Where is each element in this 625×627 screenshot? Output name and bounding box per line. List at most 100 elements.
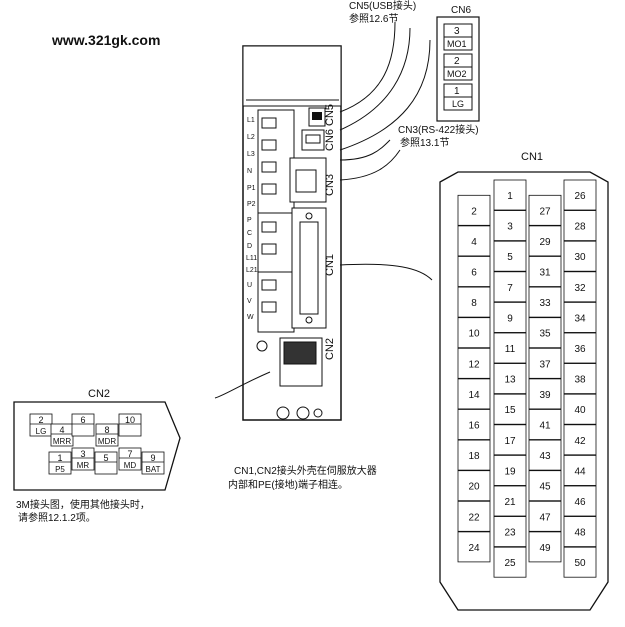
cn1-pin-number: 31 <box>539 268 551 279</box>
cn1-pin-cell <box>493 424 527 456</box>
cn2-pin-number: 7 <box>127 449 132 459</box>
terminal-l1-label: L1 <box>247 117 255 124</box>
cn1-pin-cell <box>457 225 491 257</box>
cn1-pin-cell <box>528 500 562 532</box>
cn1-pin-number: 39 <box>539 390 551 401</box>
cn1-pin-number: 6 <box>471 268 477 279</box>
cn1-pin-cell <box>457 286 491 318</box>
terminal-labels: L1 L2 L3 N P1 P2 P C D L11 L21 U V W <box>246 117 258 321</box>
connector-note-line2: 请参照12.1.2项。 <box>18 511 96 524</box>
cn1-pin-cell <box>493 271 527 303</box>
cn6-port <box>301 129 325 151</box>
cn1-pin-number: 1 <box>507 191 513 202</box>
cn1-pin-cell <box>563 301 597 333</box>
cn1-pin-cell <box>457 378 491 410</box>
ground-screw-icon <box>276 406 290 420</box>
cn1-pin-cell <box>493 210 527 242</box>
cn1-pin-cell <box>528 286 562 318</box>
cn2-pin-cell <box>71 413 95 437</box>
cn2-label: CN2 <box>324 338 336 360</box>
cn1-pin-number: 9 <box>507 313 513 324</box>
ground-symbol-icon <box>313 408 323 418</box>
cn3-label: CN3 <box>324 174 336 196</box>
terminal-l3-label: L3 <box>247 151 255 158</box>
cn1-pin-number: 24 <box>468 543 480 554</box>
cn1-pin-cell <box>528 409 562 440</box>
cn1-pin-cell <box>493 485 527 517</box>
cn2-pin-number: 1 <box>57 453 62 463</box>
cn3-callout-title: CN3(RS-422接头) <box>398 123 479 136</box>
cn1-pin-cell <box>563 393 597 425</box>
cn1-title: CN1 <box>521 151 543 163</box>
cn2-pin-number: 2 <box>38 415 43 425</box>
cn1-pin-number: 18 <box>468 451 480 462</box>
cn1-pin-number: 15 <box>504 405 516 416</box>
terminal-l2-label: L2 <box>247 134 255 141</box>
cn1-pin-number: 17 <box>504 436 516 447</box>
connector-note-line1: 3M接头图，使用其他接头时， <box>16 498 150 511</box>
cn2-pin-cell <box>95 423 119 447</box>
cn2-pin-cell <box>48 451 72 475</box>
cn1-pin-cell <box>563 454 597 486</box>
cn2-pin-signal: P5 <box>55 465 65 474</box>
terminal-p2-label: P2 <box>247 201 256 208</box>
cn1-pin-number: 49 <box>539 543 551 554</box>
cn2-pin-number: 8 <box>104 425 109 435</box>
cn2-pin-cell <box>71 447 95 471</box>
cn1-pin-cell <box>493 179 527 211</box>
cn1-pin-cell <box>493 301 527 333</box>
cn1-pin-cell <box>563 271 597 303</box>
cn1-pin-cell <box>528 531 562 563</box>
cn1-pin-number: 41 <box>539 421 551 432</box>
cn1-pin-number: 12 <box>468 359 480 370</box>
cn6-pin-num: 2 <box>454 56 460 67</box>
cn6-label: CN6 <box>324 129 336 151</box>
cn1-pin-cell <box>563 210 597 242</box>
cn1-pin-number: 27 <box>539 206 551 217</box>
cn1-pin-number: 29 <box>539 237 551 248</box>
cn1-pin-number: 21 <box>504 497 516 508</box>
cn1-pin-number: 8 <box>471 298 477 309</box>
cn1-pin-number: 48 <box>574 528 586 539</box>
cn1-pin-number: 34 <box>574 313 586 324</box>
cn1-pin-number: 2 <box>471 206 477 217</box>
cn6-pin-num: 3 <box>454 26 460 37</box>
cn1-pin-cell <box>493 546 527 578</box>
shell-note-line1: CN1,CN2接头外壳在伺服放大器 <box>234 464 377 477</box>
cn1-pin-cell <box>493 454 527 486</box>
cn1-pin-cell <box>563 332 597 364</box>
cn2-pin-signal: MDR <box>98 437 116 446</box>
cn1-pin-cell <box>493 240 527 272</box>
cn1-pin-cell <box>563 363 597 395</box>
cn1-pin-cell <box>563 424 597 456</box>
cn1-pin-number: 5 <box>507 252 513 263</box>
cn3-port <box>289 157 327 203</box>
terminal-l21-label: L21 <box>246 267 258 274</box>
cn1-pin-number: 50 <box>574 558 586 569</box>
cn1-pin-cell <box>457 439 491 471</box>
cn1-pin-cell <box>528 439 562 471</box>
cn2-pin-number: 6 <box>80 415 85 425</box>
cn2-pin-number: 3 <box>80 449 85 459</box>
cn1-pin-cell <box>563 179 597 211</box>
cn6-pin-name: MO2 <box>447 69 467 79</box>
watermark-text: www.321gk.com <box>51 32 160 48</box>
terminal-p-label: P <box>247 217 252 224</box>
cn2-title: CN2 <box>88 388 110 400</box>
cn2-pin-signal: MRR <box>53 437 71 446</box>
cn1-pin-cell <box>457 194 491 226</box>
cn1-pin-number: 3 <box>507 222 513 233</box>
cn2-pin-signal: MR <box>77 461 90 470</box>
terminal-v-label: V <box>247 298 252 305</box>
terminal-c-label: C <box>247 230 252 237</box>
cn5-label: CN5 <box>324 104 336 126</box>
cn1-pin-number: 37 <box>539 359 551 370</box>
cn1-pin-number: 25 <box>504 558 516 569</box>
cn2-pin-number: 10 <box>125 415 135 425</box>
cn1-pin-number: 33 <box>539 298 551 309</box>
cn1-pin-number: 45 <box>539 482 551 493</box>
cn1-pin-cell <box>563 546 597 578</box>
cn1-pin-cell <box>563 485 597 517</box>
cn1-pin-number: 16 <box>468 421 480 432</box>
